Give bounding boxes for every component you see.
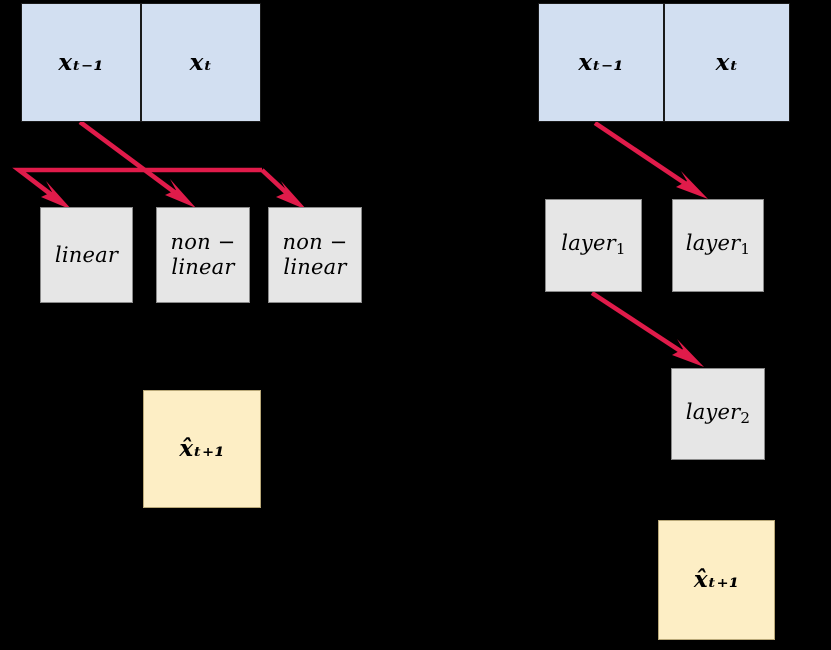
right-layer2-sub: 2 [740,409,751,428]
right-input-prev-label: xₜ₋₁ [578,48,624,76]
arrow-right-layer1-to-layer2 [590,291,704,367]
right-output-box[interactable]: x̂ₜ₊₁ [658,520,775,640]
left-input-prev-box[interactable]: xₜ₋₁ [21,3,141,122]
left-nonlinear-1-box[interactable]: non − linear [156,207,250,303]
right-layer1-b-box[interactable]: layer1 [672,199,764,292]
left-linear-box[interactable]: linear [40,207,133,303]
left-linear-label: linear [54,242,119,267]
right-layer1-b-sub: 1 [740,240,751,259]
right-input-prev-box[interactable]: xₜ₋₁ [538,3,664,122]
right-layer2-label: layer2 [686,400,750,428]
left-nonlinear-2-label: non − linear [282,230,348,279]
left-input-curr-label: xₜ [189,48,213,76]
left-output-box[interactable]: x̂ₜ₊₁ [143,390,261,508]
right-layer2-box[interactable]: layer2 [671,368,765,460]
arrow-branch-to-nonlinear2 [260,168,307,210]
right-output-label: x̂ₜ₊₁ [693,566,740,594]
right-layer1-b-text: layer [685,231,741,256]
left-input-curr-box[interactable]: xₜ [141,3,261,122]
right-layer1-a-label: layer1 [561,231,625,259]
arrow-branch-to-linear [12,167,262,210]
right-input-curr-box[interactable]: xₜ [664,3,790,122]
arrow-left-input-to-nonlinear1 [78,120,196,208]
right-input-curr-label: xₜ [715,48,739,76]
left-input-prev-label: xₜ₋₁ [58,48,104,76]
left-nonlinear-1-label: non − linear [170,230,236,279]
left-nonlinear-2-box[interactable]: non − linear [268,207,362,303]
right-layer1-b-label: layer1 [686,231,750,259]
right-layer2-text: layer [685,399,741,424]
right-layer1-a-text: layer [561,231,616,256]
right-layer1-a-box[interactable]: layer1 [545,199,642,292]
arrow-right-input-to-layer1 [593,121,708,199]
left-output-label: x̂ₜ₊₁ [179,435,225,463]
right-layer1-a-sub: 1 [615,240,626,259]
